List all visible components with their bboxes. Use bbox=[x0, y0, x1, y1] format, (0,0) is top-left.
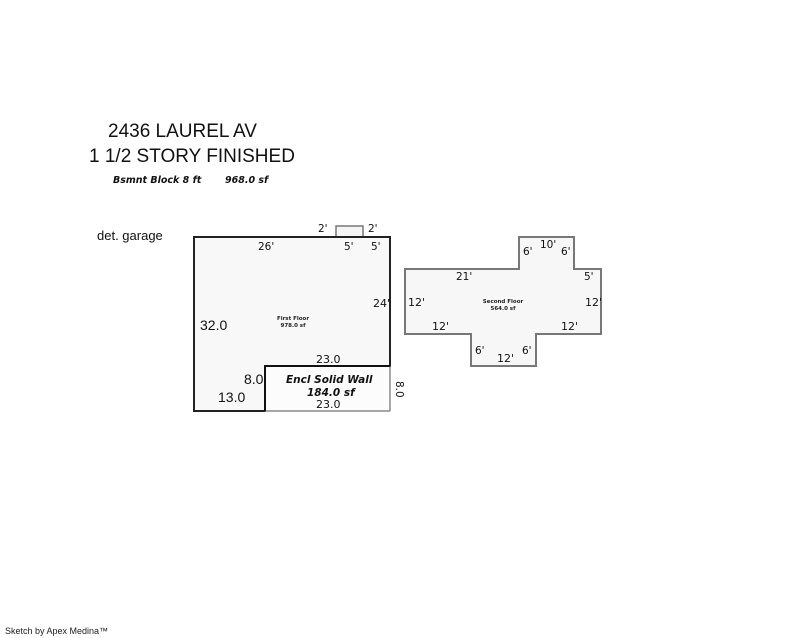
sf-dim-bump-left: 6' bbox=[523, 246, 533, 258]
sf-dim-bottom-left: 12' bbox=[432, 320, 450, 333]
dim-bottom-left: 13.0 bbox=[218, 389, 246, 405]
garage-label: det. garage bbox=[97, 228, 163, 243]
sf-dim-left: 12' bbox=[408, 296, 426, 309]
sf-dim-top-right: 5' bbox=[584, 271, 594, 283]
sketch-credit: Sketch by Apex Medina™ bbox=[5, 626, 109, 636]
sf-dim-right: 12' bbox=[585, 296, 603, 309]
enclosure-dim-side: 8.0 bbox=[393, 381, 405, 398]
sf-dim-lower-bottom: 12' bbox=[497, 352, 515, 365]
address-title: 2436 LAUREL AV bbox=[108, 121, 257, 142]
second-floor-area: 564.0 sf bbox=[490, 306, 516, 312]
sf-dim-top-left: 21' bbox=[456, 271, 473, 283]
dim-left: 32.0 bbox=[200, 317, 228, 333]
second-floor-outline bbox=[404, 236, 602, 367]
sf-dim-lower-right: 6' bbox=[522, 345, 532, 357]
first-floor-name: First Floor bbox=[276, 316, 310, 322]
enclosure-fill bbox=[265, 366, 390, 411]
story-title: 1 1/2 STORY FINISHED bbox=[89, 146, 295, 167]
enclosure-name: Encl Solid Wall bbox=[286, 374, 373, 386]
second-floor-label: Second Floor 564.0 sf bbox=[478, 299, 528, 313]
dim-top-main: 26' bbox=[258, 241, 275, 253]
sf-dim-lower-left: 6' bbox=[475, 345, 485, 357]
dim-right: 24' bbox=[373, 297, 391, 310]
first-floor-area: 978.0 sf bbox=[280, 323, 306, 329]
dim-inner-top: 23.0 bbox=[316, 353, 341, 366]
dim-bump-left: 2' bbox=[318, 223, 328, 235]
dim-inner-left: 8.0 bbox=[244, 371, 264, 387]
sf-dim-bump-right: 6' bbox=[561, 246, 571, 258]
dim-top-right: 5' bbox=[371, 241, 381, 253]
sf-dim-bottom-right: 12' bbox=[561, 320, 579, 333]
enclosure-area: 184.0 sf bbox=[307, 387, 355, 399]
second-floor-name: Second Floor bbox=[482, 299, 524, 305]
first-floor-label: First Floor 978.0 sf bbox=[270, 316, 316, 330]
basement-label: Bsmnt Block 8 ft bbox=[113, 175, 202, 186]
first-floor-bump bbox=[335, 225, 364, 238]
sf-dim-bump-top: 10' bbox=[540, 239, 557, 251]
dim-bump-right: 2' bbox=[368, 223, 378, 235]
enclosure-dim-bottom: 23.0 bbox=[316, 398, 341, 411]
dim-top-bump-base: 5' bbox=[344, 241, 354, 253]
basement-area: 968.0 sf bbox=[225, 175, 269, 186]
